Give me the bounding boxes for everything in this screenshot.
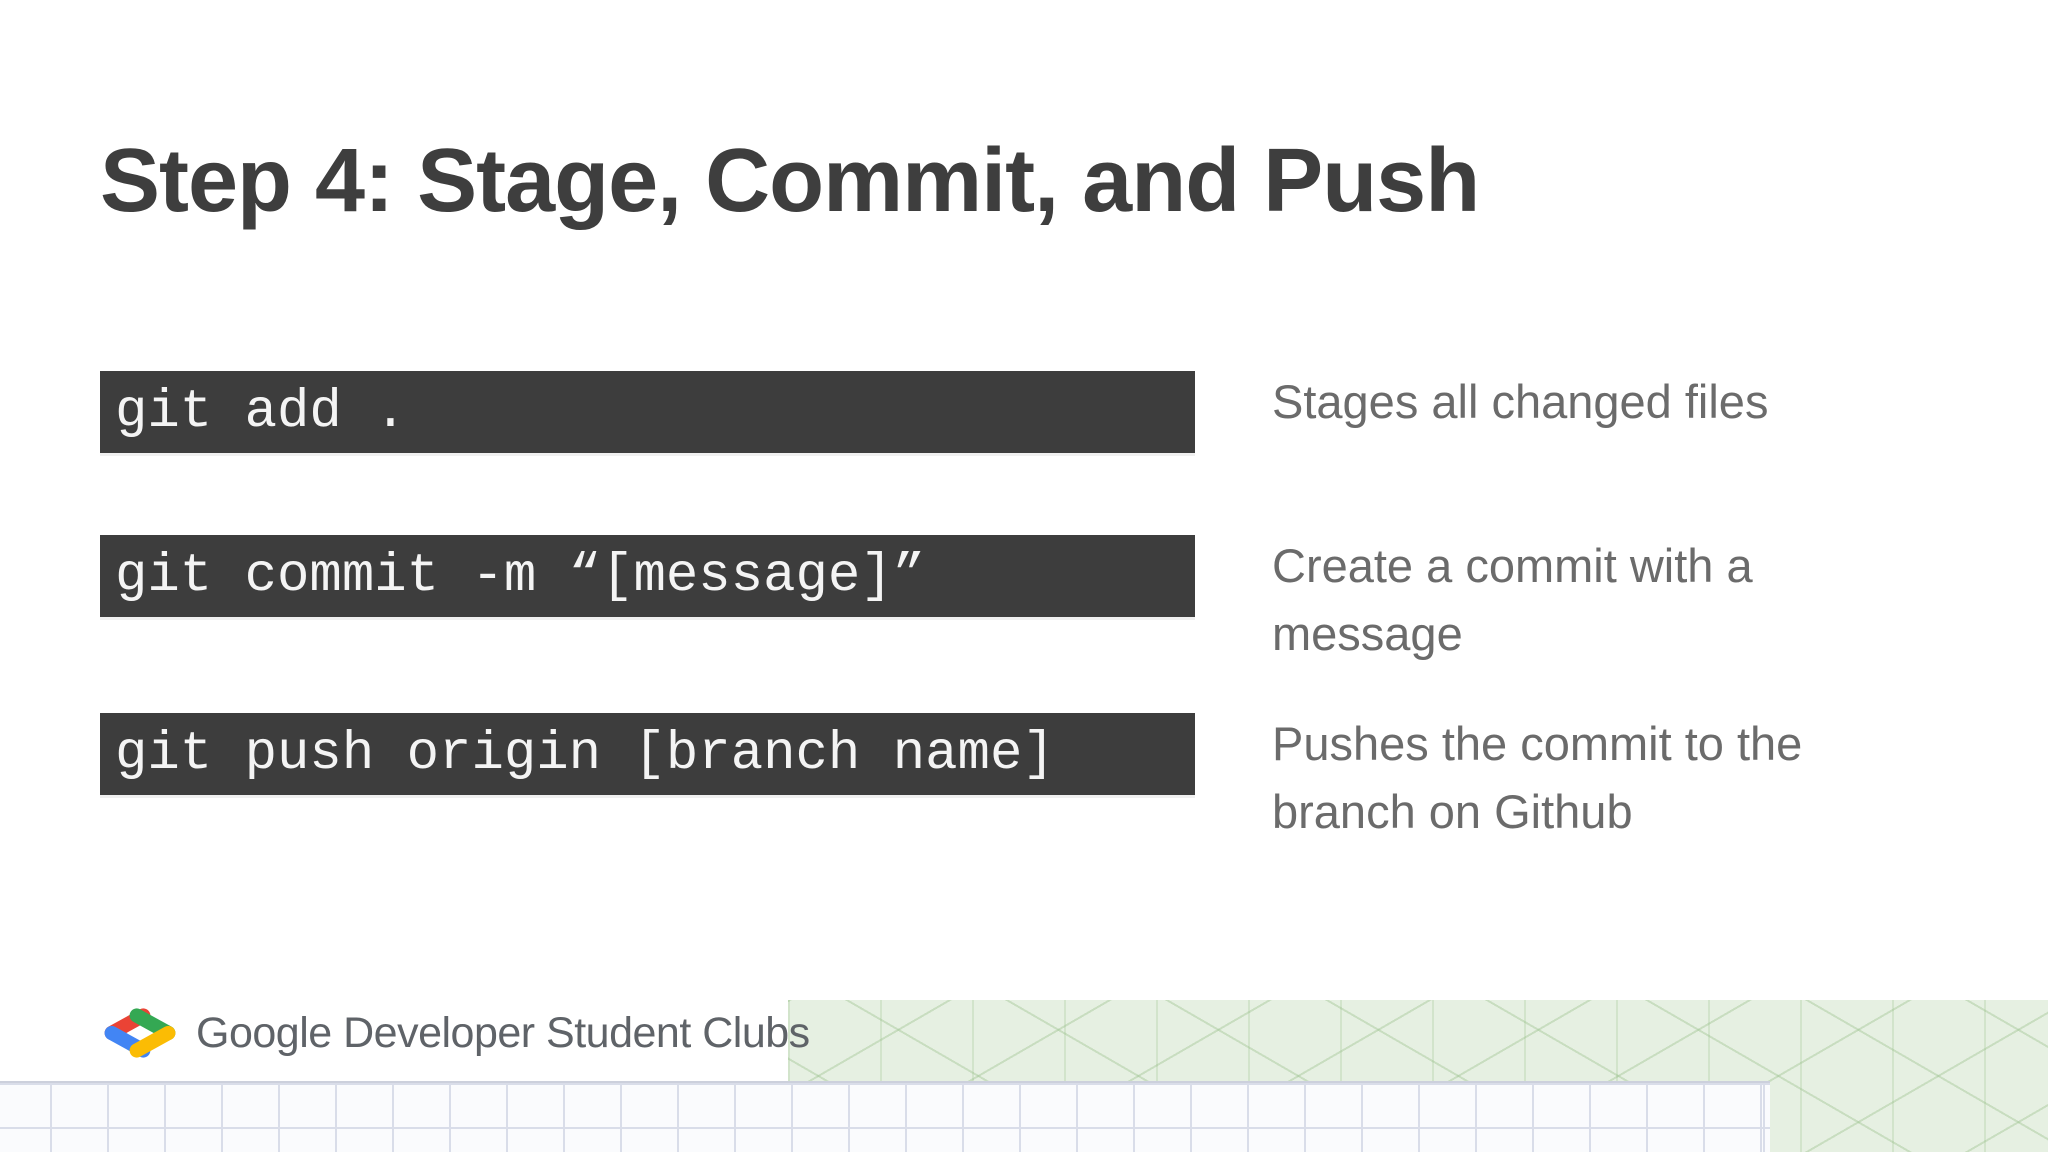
command-text: git push origin [branch name] bbox=[115, 723, 1055, 785]
command-text: git add . bbox=[115, 381, 407, 443]
footer-brand-lockup: Google Developer Student Clubs bbox=[100, 1006, 810, 1060]
code-block-git-add: git add . bbox=[100, 371, 1195, 453]
gdsc-brackets-icon bbox=[104, 1008, 176, 1058]
page-title: Step 4: Stage, Commit, and Push bbox=[100, 131, 1480, 231]
command-description: Pushes the commit to the branch on Githu… bbox=[1272, 717, 1803, 838]
brand-name: Google Developer Student Clubs bbox=[196, 1008, 810, 1057]
command-description: Create a commit with a message bbox=[1272, 539, 1753, 660]
grid-decoration bbox=[0, 1081, 1770, 1152]
command-description: Stages all changed files bbox=[1272, 375, 1769, 428]
code-block-git-push: git push origin [branch name] bbox=[100, 713, 1195, 795]
code-block-git-commit: git commit -m “[message]” bbox=[100, 535, 1195, 617]
command-text: git commit -m “[message]” bbox=[115, 545, 926, 607]
